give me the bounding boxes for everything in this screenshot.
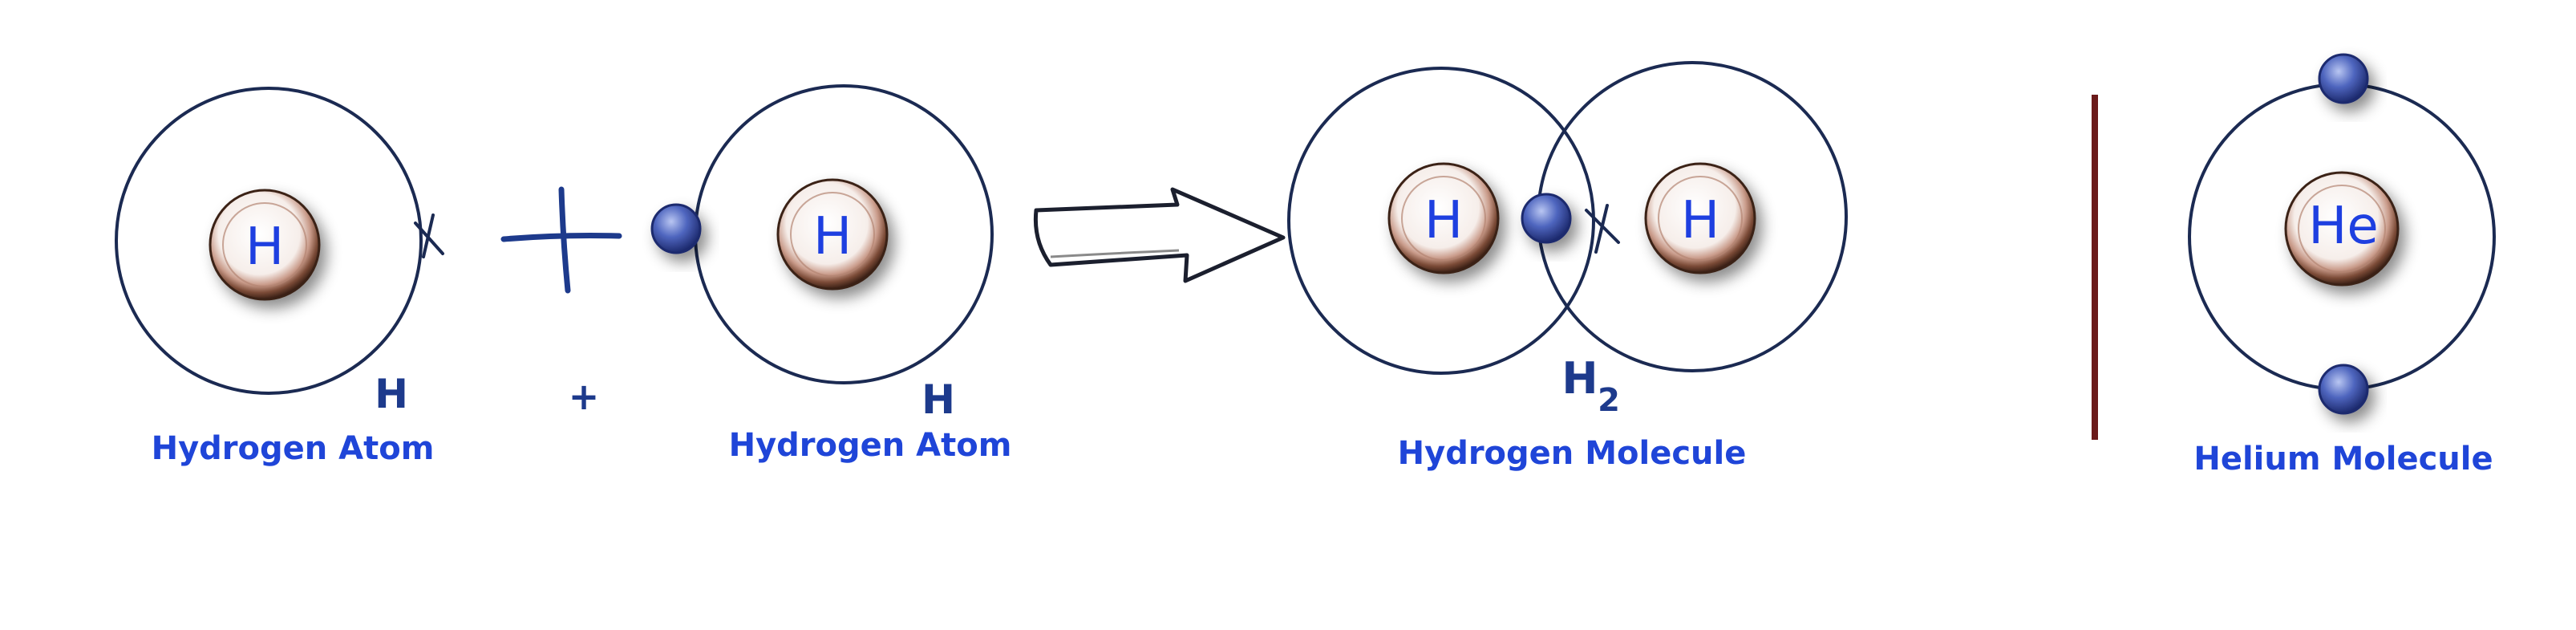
- hydrogen-molecule: H H H 2 Hydrogen Molecule: [1287, 61, 1848, 472]
- formula-base: H: [1561, 353, 1598, 404]
- formula-subscript: 2: [1598, 382, 1620, 419]
- reaction-arrow: [1033, 187, 1286, 283]
- electron-cross-mark: [1585, 204, 1620, 254]
- atom-caption: Hydrogen Atom: [729, 427, 1012, 464]
- nucleus: [2284, 171, 2400, 287]
- helium-caption: Helium Molecule: [2193, 441, 2493, 478]
- nucleus-left: [1387, 162, 1500, 274]
- shared-electron: [1521, 193, 1572, 244]
- hydrogen-atom-left: H H Hydrogen Atom: [115, 87, 444, 467]
- orbit-ring: [115, 87, 423, 395]
- nucleus-symbol: H: [245, 217, 284, 277]
- electron-top: [2318, 53, 2369, 104]
- molecule-caption: Hydrogen Molecule: [1398, 435, 1747, 472]
- nucleus: [209, 189, 321, 301]
- big-plus-sign: [500, 186, 622, 294]
- nucleus-right: [1644, 162, 1756, 274]
- small-plus-sign: +: [569, 375, 600, 418]
- orbit-ring-left: [1287, 67, 1595, 375]
- electron-bottom: [2318, 364, 2369, 415]
- nucleus-symbol-left: H: [1424, 191, 1463, 250]
- nucleus-symbol: H: [813, 207, 852, 266]
- nucleus: [776, 178, 889, 291]
- atom-caption: Hydrogen Atom: [152, 430, 435, 467]
- molecule-formula: H 2: [1561, 353, 1620, 419]
- electron-cross-mark: [414, 213, 444, 258]
- nucleus-symbol-right: H: [1681, 191, 1719, 250]
- nucleus-symbol: He: [2308, 197, 2379, 256]
- hydrogen-atom-right: H H Hydrogen Atom: [650, 84, 1012, 464]
- electron: [650, 203, 702, 254]
- helium-atom: He Helium Molecule: [2188, 53, 2496, 478]
- hand-label: H: [921, 376, 955, 423]
- hand-label: H: [375, 371, 408, 417]
